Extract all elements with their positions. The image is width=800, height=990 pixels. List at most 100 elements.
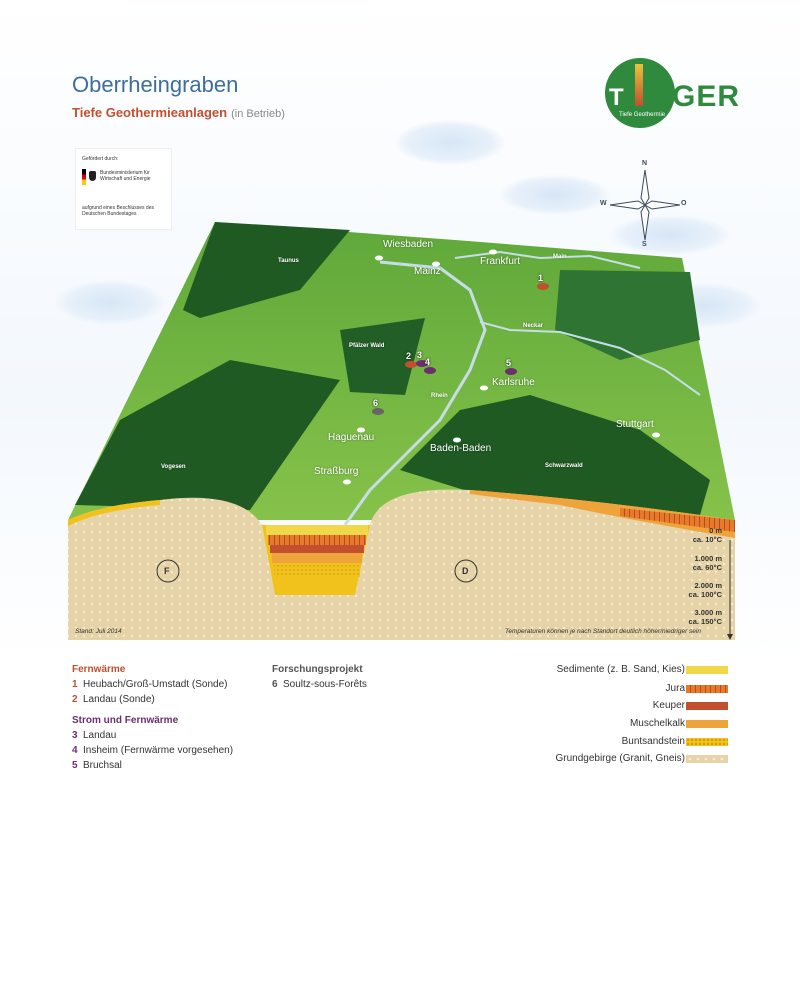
compass-o: O (681, 200, 687, 207)
legend-text: Landau (Sonde) (83, 694, 155, 705)
stand-date: Stand: Juli 2014 (75, 628, 122, 635)
plant-number: 1 (538, 273, 544, 283)
legend-heading: Forschungsprojekt (272, 664, 363, 675)
tiger-logo: T GER Tiefe Geothermie (605, 58, 739, 128)
legend-text: Landau (83, 730, 117, 741)
logo-letters-ger: GER (672, 80, 741, 113)
legend-heading: Strom und Fernwärme (72, 715, 179, 726)
plant-marker[interactable]: 6 (372, 398, 384, 415)
layer-swatch (686, 666, 728, 674)
forest-east (555, 270, 700, 360)
layer-swatch (686, 685, 728, 693)
layer-swatch (686, 702, 728, 710)
legend-item: 4 Insheim (Fernwärme vorgesehen) (72, 745, 233, 756)
layer-label: Jura (665, 683, 685, 694)
depth-value: 1.000 m (694, 554, 722, 563)
page-subtitle: Tiefe Geothermieanlagen(in Betrieb) (72, 105, 285, 120)
legend-item: 2 Landau (Sonde) (72, 694, 228, 705)
legend-number: 3 (72, 730, 78, 741)
compass-s: S (642, 241, 647, 248)
legend-item: 3 Landau (72, 730, 233, 741)
legend-number: 6 (272, 679, 278, 690)
subtitle-note: (in Betrieb) (231, 108, 285, 120)
forest-pfaelzer-wald (340, 318, 425, 395)
plant-marker[interactable]: 5 (505, 358, 517, 375)
legend-heading: Fernwärme (72, 664, 126, 675)
legend-number: 1 (72, 679, 78, 690)
legend-text: Soultz-sous-Forêts (283, 679, 367, 690)
city-label: Straßburg (314, 466, 359, 477)
layer-muschelkalk (272, 553, 362, 563)
west-flank-layers (68, 500, 160, 526)
layer-label: Keuper (652, 700, 685, 711)
plant-marker[interactable]: 3 (416, 350, 428, 367)
forest-taunus (183, 222, 350, 318)
plant-number: 4 (425, 357, 431, 367)
page-title: Oberrheingraben (72, 72, 239, 97)
river-label: Neckar (523, 323, 544, 329)
east-flank-jura (620, 508, 735, 532)
layer-label: Buntsandstein (621, 736, 685, 747)
river-neckar (479, 321, 701, 396)
layer-label: Sedimente (z. B. Sand, Kies) (556, 664, 685, 675)
subtitle-main: Tiefe Geothermieanlagen (72, 105, 228, 120)
depth-value: 2.000 m (694, 581, 722, 590)
city-label: Stuttgart (616, 419, 654, 430)
region-label: Vogesen (161, 464, 186, 470)
legend-text: Insheim (Fernwärme vorgesehen) (83, 745, 234, 756)
depth-value: 0 m (709, 526, 722, 535)
layer-label: Muschelkalk (629, 718, 685, 729)
cloud (610, 215, 730, 255)
layer-swatch (686, 738, 728, 746)
east-flank-layers (470, 490, 735, 538)
legend-number: 4 (72, 745, 78, 756)
temperature-note: Temperaturen können je nach Standort deu… (505, 628, 701, 635)
plant-number: 3 (417, 350, 423, 360)
plant-marker[interactable]: 2 (405, 351, 417, 368)
plant-number: 2 (406, 351, 412, 361)
depth-temp: ca. 60°C (692, 563, 722, 572)
layer-buntsandstein (274, 563, 360, 577)
layer-keuper (270, 545, 364, 553)
legend-number: 5 (72, 760, 78, 771)
country-f-circle (156, 559, 180, 583)
region-label: Pfälzer Wald (349, 343, 385, 349)
city-label: Haguenau (328, 432, 375, 443)
city-label: Karlsruhe (492, 377, 535, 388)
layer-jura (268, 535, 366, 545)
block-diagram (68, 222, 735, 640)
forest-schwarzwald (400, 395, 710, 515)
depth-value: 3.000 m (694, 608, 722, 617)
logo-tagline: Tiefe Geothermie (619, 112, 666, 118)
federal-eagle-icon (89, 171, 96, 181)
country-d-circle (454, 559, 478, 583)
depth-temp: ca. 150°C (688, 617, 722, 626)
compass-rose-icon: N S W O (600, 160, 690, 250)
sponsor-ministry: Bundesministerium für Wirtschaft und Ene… (100, 170, 151, 182)
cloud (500, 175, 610, 215)
plant-marker[interactable]: 4 (424, 357, 436, 374)
city-label: Baden-Baden (430, 443, 492, 454)
sponsor-box: Gefördert durch: Bundesministerium für W… (75, 148, 172, 230)
sponsor-intro: Gefördert durch: (82, 156, 119, 162)
plant-marker[interactable]: 1 (537, 273, 549, 290)
layer-swatch (686, 720, 728, 728)
river-main (454, 250, 641, 269)
logo-letter-t: T (609, 84, 625, 111)
river-label: Rhein (431, 393, 448, 399)
plant-number: 6 (373, 398, 379, 408)
compass-w: W (600, 200, 607, 207)
river-label: Main (553, 254, 567, 260)
legend-number: 2 (72, 694, 78, 705)
legend-item: 6 Soultz-sous-Forêts (272, 679, 367, 690)
compass-n: N (642, 160, 648, 167)
region-label: Taunus (278, 258, 299, 264)
cloud (55, 280, 165, 325)
